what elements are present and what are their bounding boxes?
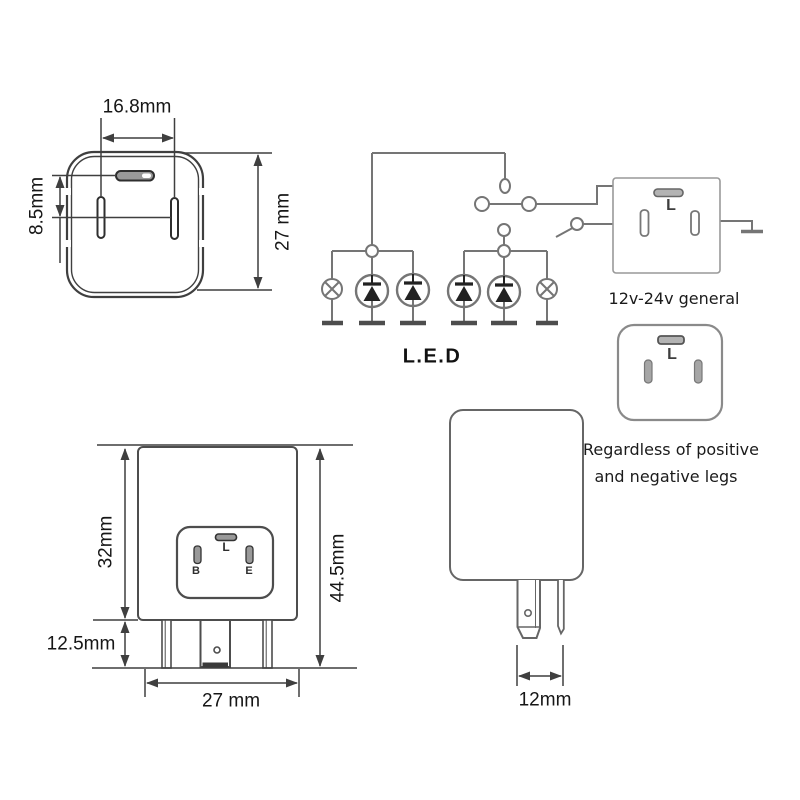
front-width-dim-label: 16.8mm [102,96,172,118]
relay-pins [161,619,273,669]
right-terminal-slot [170,197,179,240]
body-height-dim-label: 32mm [95,515,117,569]
junction-node-right [497,244,511,258]
side-view-dimensions [516,645,564,686]
left-terminal-slot [643,359,653,384]
relay-socket-12v-drawing [612,177,721,274]
relay-front-view-drawing [62,150,208,299]
front-view-dimensions [52,118,272,291]
switch-contact-left [474,196,490,212]
front-slot-offset-dim-label: 8.5mm [26,176,48,236]
pin-length-dim-label: 12.5mm [46,633,116,655]
lower-contact [497,223,511,237]
right-terminal-slot [690,210,700,236]
polarity-caption-line1: Regardless of positive [583,440,759,459]
switch-contact-right [521,196,537,212]
led-symbol [486,274,522,322]
body-width-dim-label: 27 mm [201,690,261,712]
led-circuit-caption: L.E.D [402,345,462,368]
side-view-pins [516,580,565,639]
ground-symbol [720,220,763,234]
pin-view-dimensions [92,444,357,697]
relay-socket-polarity-drawing [616,323,724,422]
lamp-symbol [321,278,343,322]
led-symbol [354,273,390,322]
open-terminal [555,217,613,238]
relay-pin-view-drawing [137,446,298,669]
led-circuit-drawing [321,152,763,326]
front-height-dim-label: 27 mm [272,192,294,252]
terminal-l-label: L [222,540,230,554]
junction-node-left [365,244,379,258]
connector-face [175,525,275,600]
pin-spacing-dim-label: 12mm [518,689,572,711]
total-height-dim-label: 44.5mm [327,533,349,603]
relay-side-view-drawing [449,409,584,639]
led-symbol [395,272,431,322]
socket-polarity-terminal-l-label: L [667,346,677,363]
terminal-e-label: E [245,565,253,577]
top-terminal-slot [657,335,685,345]
left-terminal-slot [639,209,650,237]
top-terminal-slot [653,188,684,198]
switch-pivot-contact [499,178,511,194]
terminal-slot-e [245,545,254,565]
led-symbol [446,273,482,322]
terminal-b-label: B [192,565,200,577]
terminal-slot-b [193,545,202,565]
right-terminal-slot [693,359,703,384]
lamp-symbol [536,278,558,322]
housing-seam-notches [62,188,208,247]
polarity-caption-line2: and negative legs [594,467,738,486]
terminal-slot-l [214,533,238,542]
socket-12v-caption: 12v-24v general [608,289,740,308]
socket-12v-terminal-l-label: L [666,197,676,214]
